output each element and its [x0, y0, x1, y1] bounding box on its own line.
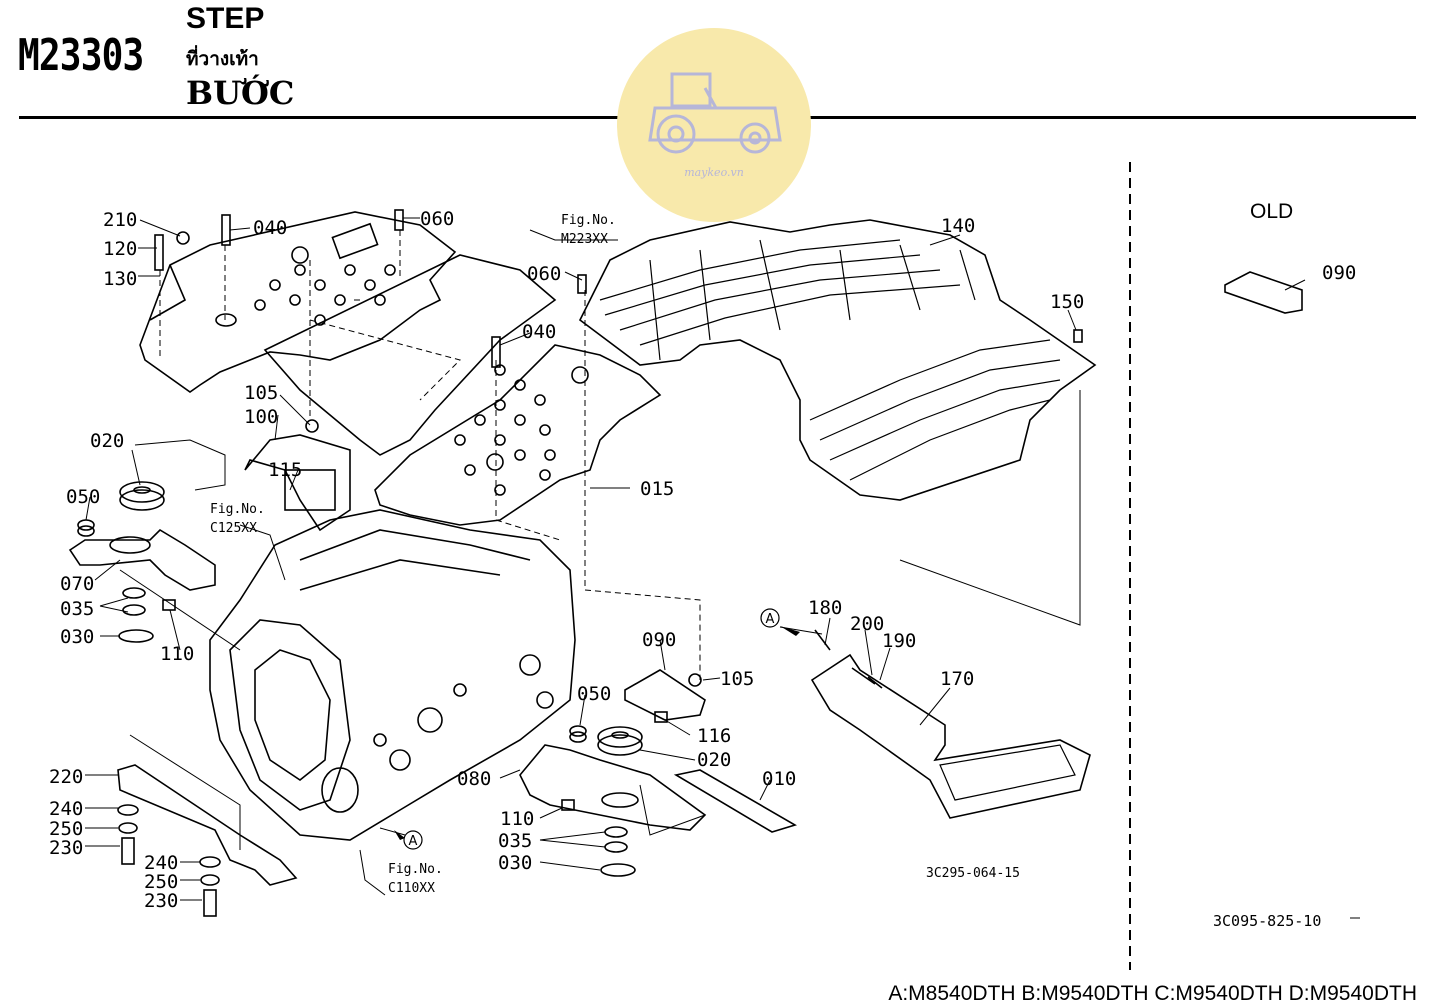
model-applicability: A:M8540DTH B:M9540DTH C:M9540DTH D:M9540… [888, 982, 1417, 1005]
callout-180: 180 [808, 597, 842, 619]
mat-ribs [599, 239, 1061, 481]
svg-text:A: A [766, 612, 775, 627]
callout-105-right: 105 [720, 668, 754, 690]
support-arm-070 [68, 528, 216, 591]
rubber-mount-left [119, 481, 165, 511]
callout-116: 116 [697, 725, 731, 747]
callout-150: 150 [1050, 291, 1084, 313]
fig-ref-c110-line2: C110XX [388, 881, 435, 896]
callout-170: 170 [940, 668, 974, 690]
watermark-logo: maykeo.vn [617, 28, 811, 222]
fig-ref-c125-line1: Fig.No. [210, 502, 265, 517]
watermark-text: maykeo.vn [684, 166, 744, 179]
step-170 [810, 653, 1091, 819]
callout-040-top: 040 [253, 217, 287, 239]
cover-holes [254, 246, 396, 326]
callout-leaders [85, 217, 1360, 919]
bracket-100 [244, 434, 351, 532]
callout-250-right: 250 [144, 871, 178, 893]
callout-035-right: 035 [498, 830, 532, 852]
old-plate-090 [1224, 271, 1303, 314]
callout-030-left: 030 [60, 626, 94, 648]
callout-090-old: 090 [1322, 262, 1356, 284]
callout-040-mid: 040 [522, 321, 556, 343]
callout-120: 120 [103, 238, 137, 260]
callout-labels: 210 120 130 040 060 060 040 140 150 105 … [49, 208, 1356, 912]
callout-020-left: 020 [90, 430, 124, 452]
lower-step-220 [117, 764, 298, 886]
callout-060-top: 060 [420, 208, 454, 230]
svg-text:A: A [409, 834, 418, 849]
callout-115: 115 [268, 459, 302, 481]
callout-200: 200 [850, 613, 884, 635]
callout-230-left: 230 [49, 837, 83, 859]
tunnel-cover [263, 254, 557, 456]
callout-020-right: 020 [697, 749, 731, 771]
callout-100: 100 [244, 406, 278, 428]
transmission-housing [209, 509, 576, 841]
upper-cover-plate [139, 211, 457, 393]
fig-ref-c110-line1: Fig.No. [388, 862, 443, 877]
callout-050-left: 050 [66, 486, 100, 508]
plate-090 [624, 669, 706, 721]
fig-references: Fig.No. M223XX Fig.No. C125XX Fig.No. C1… [210, 213, 1020, 896]
callout-050-right: 050 [577, 683, 611, 705]
part-group-code: M23303 [18, 30, 144, 81]
callout-220: 220 [49, 766, 83, 788]
floor-plate-015 [374, 344, 662, 526]
view-marker-a-top [760, 608, 780, 628]
support-arm-080 [519, 744, 707, 831]
callout-090: 090 [642, 629, 676, 651]
rubber-mount-right [597, 726, 643, 756]
drawing-id-old: 3C095-825-10 [1213, 912, 1321, 930]
callout-230-right: 230 [144, 890, 178, 912]
callout-240-right: 240 [144, 852, 178, 874]
old-label: OLD [1250, 200, 1293, 223]
floor-holes [454, 364, 589, 496]
callout-035-left: 035 [60, 598, 94, 620]
fig-ref-c125-line2: C125XX [210, 521, 257, 536]
view-markers: A A [394, 608, 800, 850]
callout-070: 070 [60, 573, 94, 595]
fig-ref-m223-line1: Fig.No. [561, 213, 616, 228]
strip-010 [673, 769, 797, 833]
callout-010: 010 [762, 768, 796, 790]
callout-030-right: 030 [498, 852, 532, 874]
drawing-id-main: 3C295-064-15 [926, 866, 1020, 881]
callout-060-mid: 060 [527, 263, 561, 285]
floor-mat-140 [578, 219, 1097, 501]
callout-240-left: 240 [49, 798, 83, 820]
callout-105-top: 105 [244, 382, 278, 404]
callout-110-right: 110 [500, 808, 534, 830]
callout-210: 210 [103, 209, 137, 231]
view-marker-a-bottom [403, 830, 423, 850]
callout-190: 190 [882, 630, 916, 652]
callout-130: 130 [103, 268, 137, 290]
title-thai: ที่วางเท้า [186, 48, 259, 70]
title-vietnamese: BƯỚC [186, 74, 295, 112]
callout-250-left: 250 [49, 818, 83, 840]
fig-ref-m223-line2: M223XX [561, 232, 608, 247]
callout-015: 015 [640, 478, 674, 500]
callout-110-left: 110 [160, 643, 194, 665]
title-english: STEP [186, 2, 265, 35]
callout-080: 080 [457, 768, 491, 790]
callout-140: 140 [941, 215, 975, 237]
